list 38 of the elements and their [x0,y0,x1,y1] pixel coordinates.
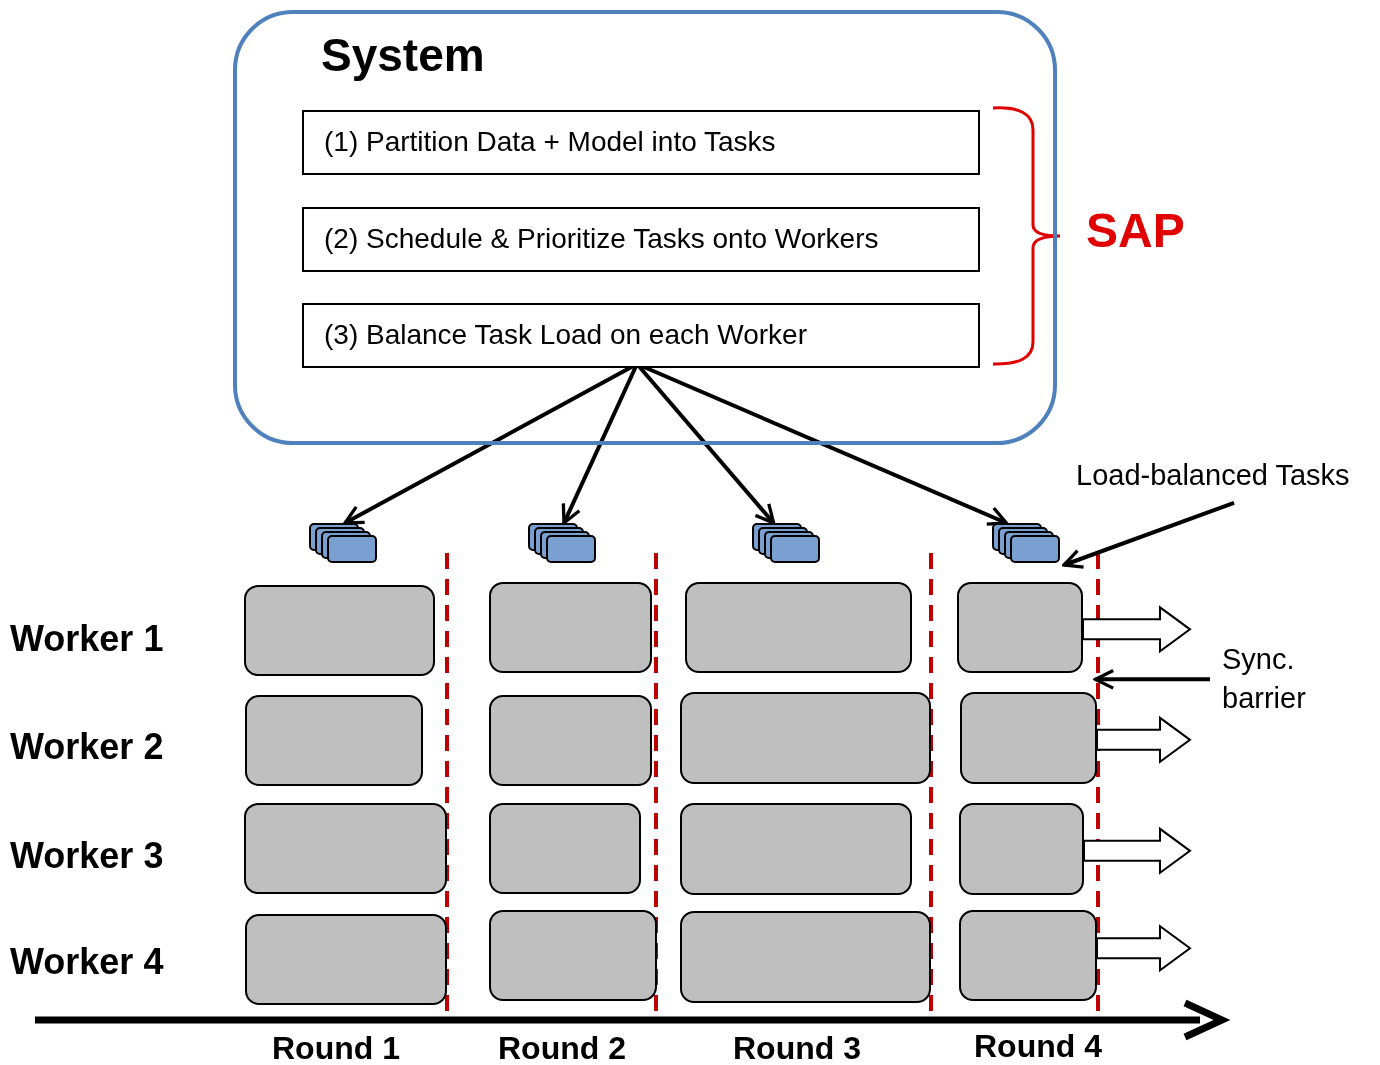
task-box [680,692,931,784]
task-box [489,582,652,673]
leader-line [1093,668,1210,690]
axis-label: Round 4 [974,1028,1102,1065]
block-arrow [1096,715,1192,764]
task-box [489,910,657,1001]
row-label: Worker 2 [10,726,164,768]
task-box [959,910,1097,1001]
row-label: Worker 1 [10,618,164,660]
process-box: (3) Balance Task Load on each Worker [302,303,980,368]
block-arrow [1096,924,1192,973]
block-arrow [1082,605,1192,654]
task-box [489,695,652,786]
axis-label: Round 3 [733,1030,861,1065]
row-label: Worker 4 [10,941,164,983]
task-box [680,911,931,1003]
task-box [959,803,1084,895]
leader-line [1062,500,1235,569]
axis-label: Round 1 [272,1030,400,1065]
panel-title: System [321,28,485,82]
row-label: Worker 3 [10,835,164,877]
process-box: (2) Schedule & Prioritize Tasks onto Workers [302,207,980,272]
task-box [957,582,1083,673]
task-box [489,803,641,894]
task-box [245,695,423,786]
bracket-label: SAP [1086,203,1185,258]
block-arrow [1083,826,1192,875]
axis-label: Round 2 [498,1030,626,1065]
task-box [680,803,912,895]
annotation-text: Sync. barrier [1222,640,1342,720]
annotation-text: Load-balanced Tasks [1076,456,1380,492]
task-box [244,585,435,676]
system-panel [233,10,1057,445]
task-box [960,692,1097,784]
task-box [685,582,912,673]
process-box: (1) Partition Data + Model into Tasks [302,110,980,175]
task-box [245,914,447,1005]
task-box [244,803,447,894]
